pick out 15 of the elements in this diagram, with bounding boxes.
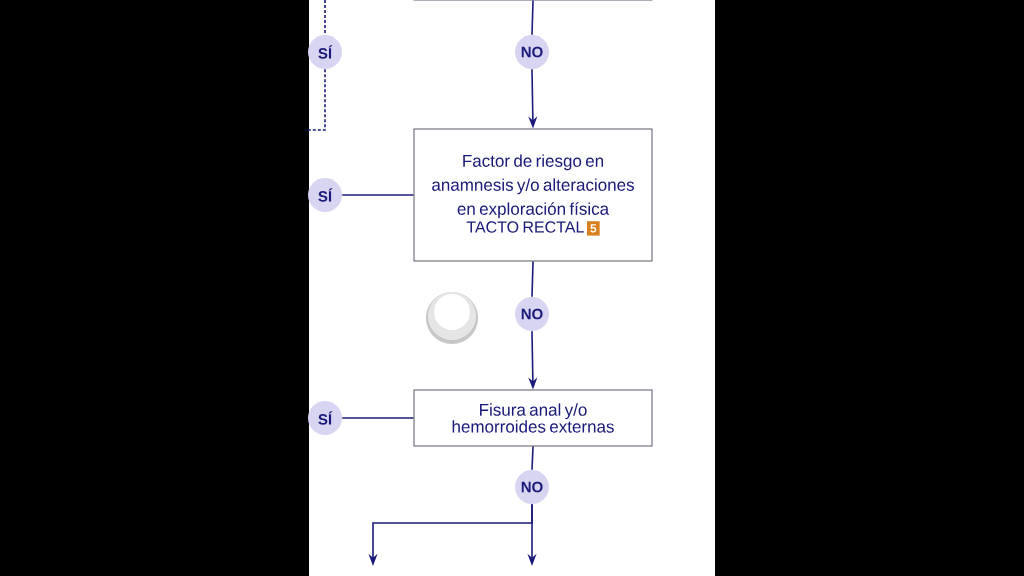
answer-bubble: SÍ xyxy=(308,178,342,212)
leader-line xyxy=(341,417,415,419)
dashed-line xyxy=(304,68,326,131)
leader-line xyxy=(341,194,415,196)
answer-bubble: SÍ xyxy=(308,35,342,69)
process-box: Factor de riesgo en anamnesis y/o alteraciones en exploración física TACTO RECTAL 5 xyxy=(413,128,653,262)
dashed-line xyxy=(324,0,326,36)
leader-line xyxy=(531,0,534,36)
answer-bubble: NO xyxy=(515,35,549,69)
leader-line xyxy=(531,445,534,471)
answer-bubble: SÍ xyxy=(308,401,342,435)
answer-bubble: NO xyxy=(515,470,549,504)
leader-line xyxy=(531,260,534,298)
answer-bubble: NO xyxy=(515,297,549,331)
process-box: Fisura anal y/o hemorroides externas xyxy=(413,389,653,447)
